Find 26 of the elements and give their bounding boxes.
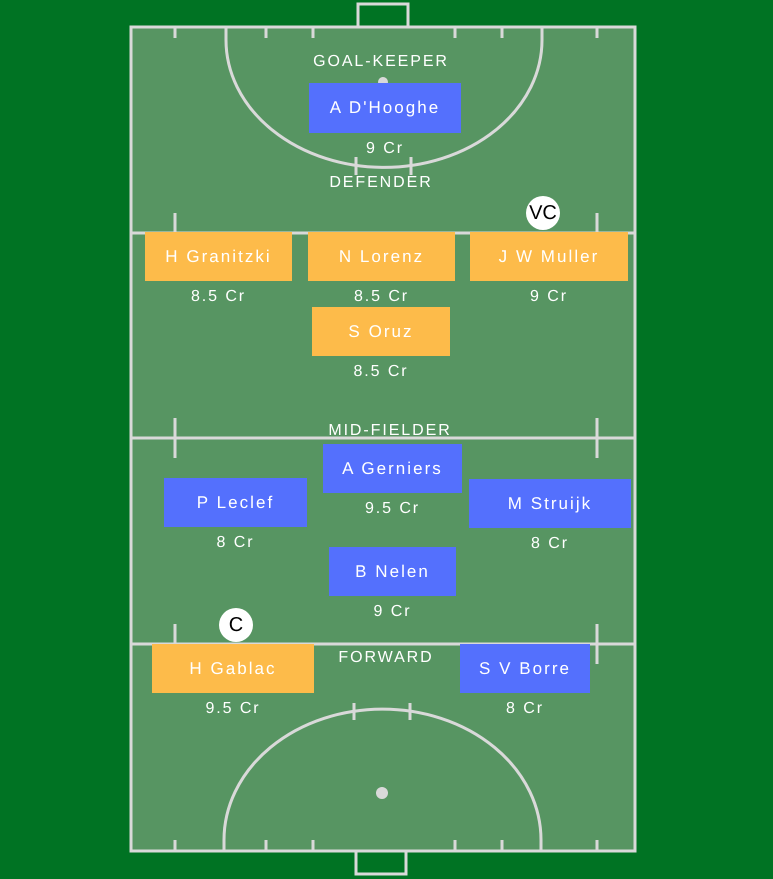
player-box: N Lorenz (308, 232, 455, 281)
player-price: 8 Cr (216, 533, 254, 553)
player-price: 8 Cr (506, 699, 544, 719)
player-box: H Granitzki (145, 232, 292, 281)
player-price: 8 Cr (531, 534, 569, 554)
position-heading: GOAL-KEEPER (313, 52, 449, 72)
player-price: 9 Cr (530, 287, 568, 307)
player-box: A D'Hooghe (309, 83, 461, 133)
player-price: 8.5 Cr (353, 362, 409, 382)
player-box: B Nelen (329, 547, 456, 596)
player-price: 8.5 Cr (354, 287, 410, 307)
player-box: S V Borre (460, 644, 590, 693)
player-box: H Gablac (152, 644, 314, 693)
player-box: J W Muller (470, 232, 628, 281)
position-heading: DEFENDER (329, 173, 433, 193)
position-heading: MID-FIELDER (328, 421, 452, 441)
player-price: 9 Cr (366, 139, 404, 159)
player-price: 9.5 Cr (205, 699, 261, 719)
player-box: P Leclef (164, 478, 307, 527)
player-box: A Gerniers (323, 444, 462, 493)
position-heading: FORWARD (338, 648, 434, 668)
player-box: M Struijk (469, 479, 631, 528)
player-box: S Oruz (312, 307, 450, 356)
player-price: 9 Cr (374, 602, 412, 622)
player-price: 9.5 Cr (364, 499, 420, 519)
player-price: 8.5 Cr (190, 287, 246, 307)
